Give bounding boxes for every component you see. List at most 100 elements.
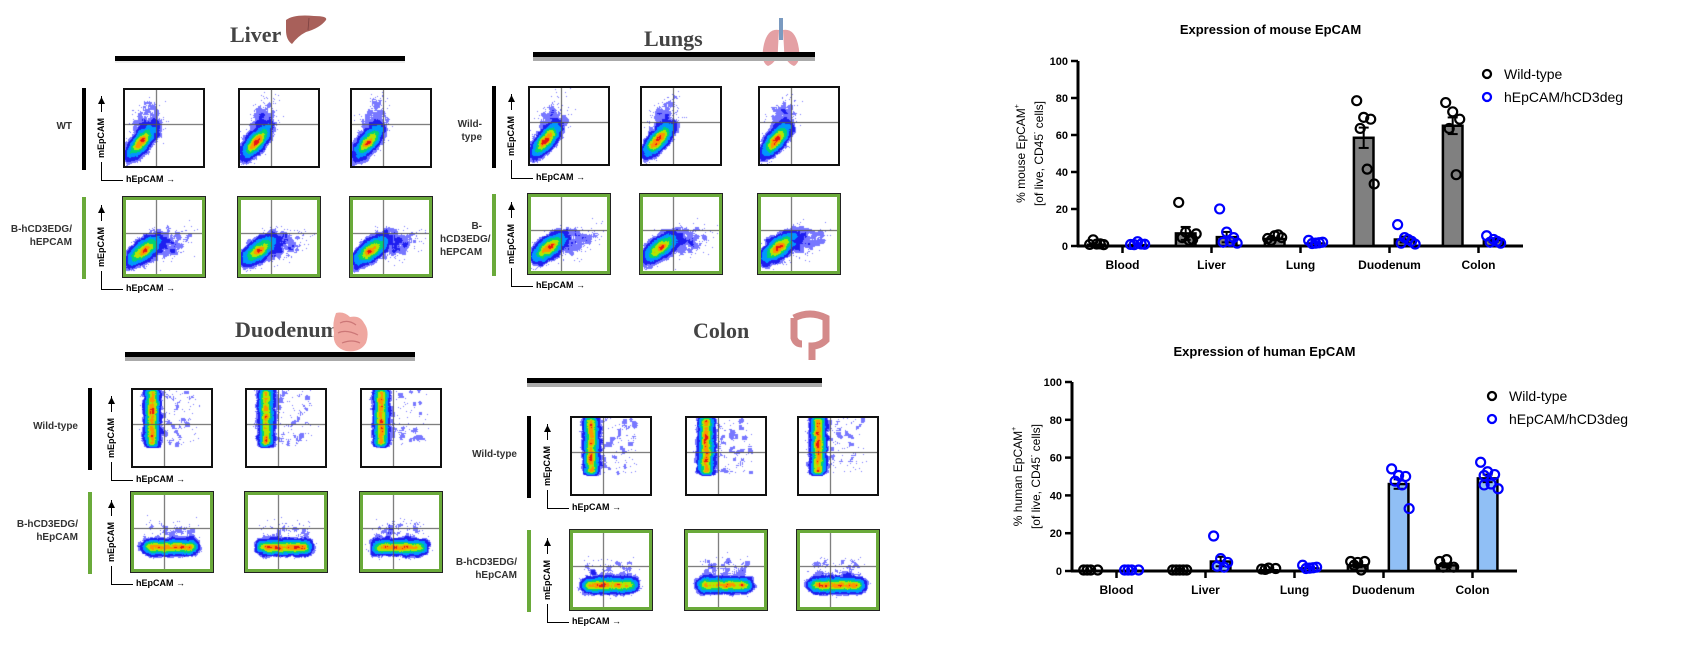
y-axis-label: % mouse EpCAM+[of live, CD45- cells] [1014, 101, 1046, 206]
bar-wildtype [1441, 124, 1464, 248]
organ-divider [533, 52, 815, 61]
data-point [1355, 564, 1367, 576]
density-plot [126, 200, 202, 274]
data-point [1224, 235, 1236, 247]
flow-plot [797, 416, 879, 496]
y-label-line2: [of live, CD45- cells] [1029, 424, 1043, 529]
legend-marker-transgenic [1481, 91, 1493, 103]
data-point [1475, 456, 1487, 468]
data-point [1122, 564, 1134, 576]
data-point [1358, 111, 1370, 123]
legend-label: Wild-type [1509, 388, 1568, 404]
row-label-wildtype: WT [56, 121, 72, 132]
axis-bracket [547, 604, 548, 622]
organ-title-lungs: Lungs [644, 26, 703, 51]
axis-bracket [511, 160, 512, 178]
y-arrow-head-icon [98, 91, 105, 109]
y-axis-arrow [547, 424, 548, 440]
x-tick-label: Duodenum [1358, 258, 1421, 272]
axis-bracket [511, 268, 512, 286]
data-point [1183, 234, 1195, 246]
organ-divider [115, 56, 405, 63]
density-plot [688, 533, 764, 607]
data-point [1300, 562, 1312, 575]
x-axis-label: hEpCAM → [572, 616, 621, 626]
axis-bracket [101, 289, 123, 290]
flow-plot [528, 86, 610, 166]
axis-bracket [101, 271, 102, 289]
data-point [1450, 169, 1462, 181]
data-point [1365, 113, 1377, 125]
y-tick-label: 80 [1050, 415, 1062, 427]
density-plot [352, 90, 430, 166]
density-plot [133, 390, 211, 466]
y-arrow-head-icon [544, 419, 551, 437]
data-point [1386, 463, 1398, 475]
row-label-wildtype: Wild-type [472, 449, 517, 460]
y-label-sup: + [1014, 104, 1021, 108]
data-point [1208, 530, 1220, 542]
data-point [1126, 564, 1138, 576]
data-point [1440, 96, 1452, 109]
y-axis-label: mEpCAM [506, 116, 516, 156]
y-axis-arrow [547, 538, 548, 554]
y-axis-label: mEpCAM [542, 446, 552, 486]
row-group-bar [82, 88, 86, 170]
data-point [1078, 564, 1090, 576]
data-point [1170, 564, 1182, 576]
row-group-bar [88, 492, 92, 574]
data-point [1392, 219, 1404, 231]
flow-plot [131, 388, 213, 468]
legend-label: hEpCAM/hCD3deg [1509, 411, 1628, 427]
density-plot [761, 197, 837, 271]
data-point [1092, 564, 1104, 576]
data-point [1270, 562, 1282, 575]
data-point [1259, 563, 1271, 576]
density-plot [642, 88, 720, 164]
density-plot [353, 200, 429, 274]
axis-bracket [111, 566, 112, 584]
axis-bracket [111, 480, 133, 481]
data-point [1368, 178, 1380, 190]
y-arrow-head-icon [108, 495, 115, 513]
density-plot [248, 495, 324, 569]
flow-plot [130, 491, 214, 573]
y-tick-label: 40 [1050, 490, 1062, 502]
y-tick-label: 60 [1050, 453, 1062, 465]
y-axis-label: mEpCAM [506, 224, 516, 264]
flow-plot [569, 529, 653, 611]
x-tick-label: Colon [1462, 258, 1496, 272]
data-point [1119, 564, 1131, 576]
y-arrow-head-icon [98, 200, 105, 218]
data-point [1221, 226, 1233, 238]
flow-plot [570, 416, 652, 496]
flow-plot [684, 529, 768, 611]
data-point [1133, 564, 1145, 576]
y-axis-label: mEpCAM [106, 522, 116, 562]
row-label-transgenic: B-hCD3EDG/hEpCAM [455, 557, 517, 581]
density-plot [247, 390, 325, 466]
y-label-sup: - [1032, 131, 1039, 134]
chart-title: Expression of human EpCAM [1173, 344, 1355, 359]
human-epcam-chart: Expression of human EpCAM% human EpCAM+[… [1011, 344, 1628, 597]
y-arrow-head-icon [508, 197, 515, 215]
chart-title: Expression of mouse EpCAM [1180, 22, 1361, 37]
data-point [1454, 113, 1466, 125]
legend-marker-transgenic [1486, 413, 1498, 425]
data-point [1181, 564, 1193, 576]
data-point [1354, 122, 1366, 135]
data-point [1190, 228, 1202, 240]
bar-transgenic [1387, 482, 1410, 573]
row-label-wildtype: Wild-type [33, 421, 78, 432]
axis-bracket [101, 180, 123, 181]
y-label-sup: + [1011, 427, 1018, 431]
data-point [1361, 163, 1373, 175]
y-tick-label: 20 [1050, 528, 1062, 540]
y-tick-label: 0 [1062, 241, 1068, 253]
x-axis-label: hEpCAM → [536, 172, 585, 182]
data-point [1217, 236, 1229, 248]
flow-plot [238, 88, 320, 168]
density-plot [572, 418, 650, 494]
row-label-transgenic: B-hCD3EDG/hEPCAM [10, 224, 72, 248]
axis-bracket [511, 178, 533, 179]
